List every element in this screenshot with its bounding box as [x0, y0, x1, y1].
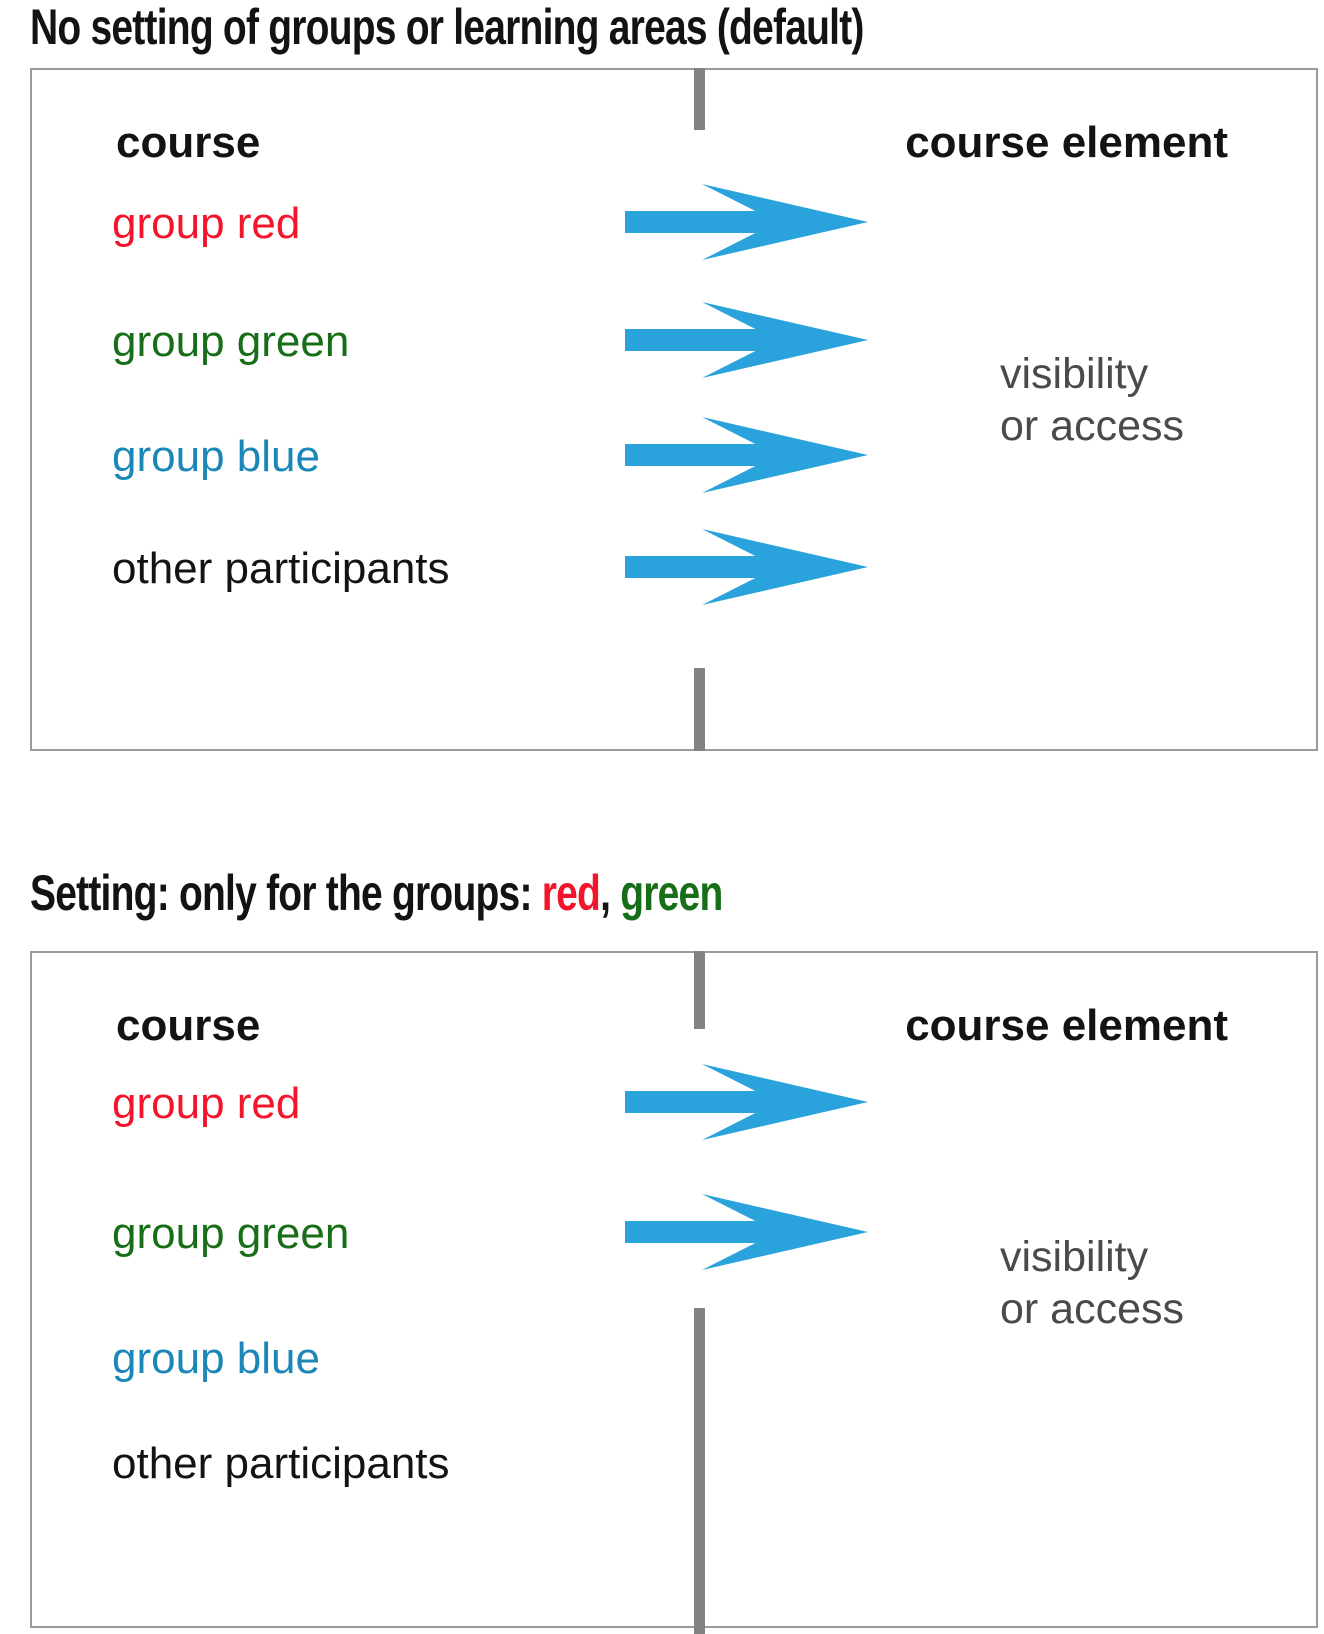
- title-segment: ,: [600, 865, 621, 921]
- title-segment: green: [620, 865, 723, 921]
- course-header: course: [116, 1001, 261, 1050]
- course-element-header: course element: [905, 118, 1228, 167]
- access-arrow: [625, 1194, 868, 1270]
- access-arrow: [625, 302, 868, 378]
- row-group-red: group red: [32, 184, 1316, 260]
- boundary-bar-top: [694, 951, 705, 1029]
- course-header: course: [116, 118, 261, 167]
- row-group-blue: group blue: [32, 1319, 1316, 1395]
- other-participants-label: other participants: [112, 543, 450, 593]
- panel-restricted-title: Setting: only for the groups: red, green: [30, 866, 723, 921]
- course-element-header: course element: [905, 1001, 1228, 1050]
- group-green-label: group green: [112, 316, 350, 366]
- visibility-note-line2: or access: [1000, 1285, 1185, 1333]
- boundary-bar-bottom: [694, 668, 705, 751]
- access-arrow: [625, 184, 868, 260]
- group-blue-label: group blue: [112, 431, 320, 481]
- row-group-blue: group blue: [32, 417, 1316, 493]
- title-segment: Setting: only for the groups:: [30, 865, 542, 921]
- title-segment: No setting of groups or learning areas (…: [30, 0, 864, 55]
- boundary-bar-top: [694, 68, 705, 130]
- access-arrow: [625, 1064, 868, 1140]
- access-arrow: [625, 417, 868, 493]
- group-green-label: group green: [112, 1208, 350, 1258]
- visibility-note: visibility or access: [1000, 348, 1184, 452]
- boundary-bar-blocking: [694, 1308, 705, 1634]
- group-blue-label: group blue: [112, 1333, 320, 1383]
- visibility-note: visibility or access: [1000, 1231, 1184, 1335]
- row-group-red: group red: [32, 1064, 1316, 1140]
- course-box-restricted: course course element group red group gr…: [30, 951, 1318, 1634]
- course-box-default: course course element group red group gr…: [30, 68, 1318, 751]
- group-red-label: group red: [112, 1078, 301, 1128]
- access-arrow: [625, 529, 868, 605]
- visibility-note-line1: visibility: [1000, 1233, 1149, 1281]
- visibility-note-line1: visibility: [1000, 350, 1149, 398]
- row-group-green: group green: [32, 302, 1316, 378]
- visibility-note-line2: or access: [1000, 402, 1185, 450]
- row-group-green: group green: [32, 1194, 1316, 1270]
- other-participants-label: other participants: [112, 1438, 450, 1488]
- title-segment: red: [541, 865, 601, 921]
- group-red-label: group red: [112, 198, 301, 248]
- panel-default-title: No setting of groups or learning areas (…: [30, 0, 864, 55]
- row-other-participants: other participants: [32, 1424, 1316, 1500]
- row-other-participants: other participants: [32, 529, 1316, 605]
